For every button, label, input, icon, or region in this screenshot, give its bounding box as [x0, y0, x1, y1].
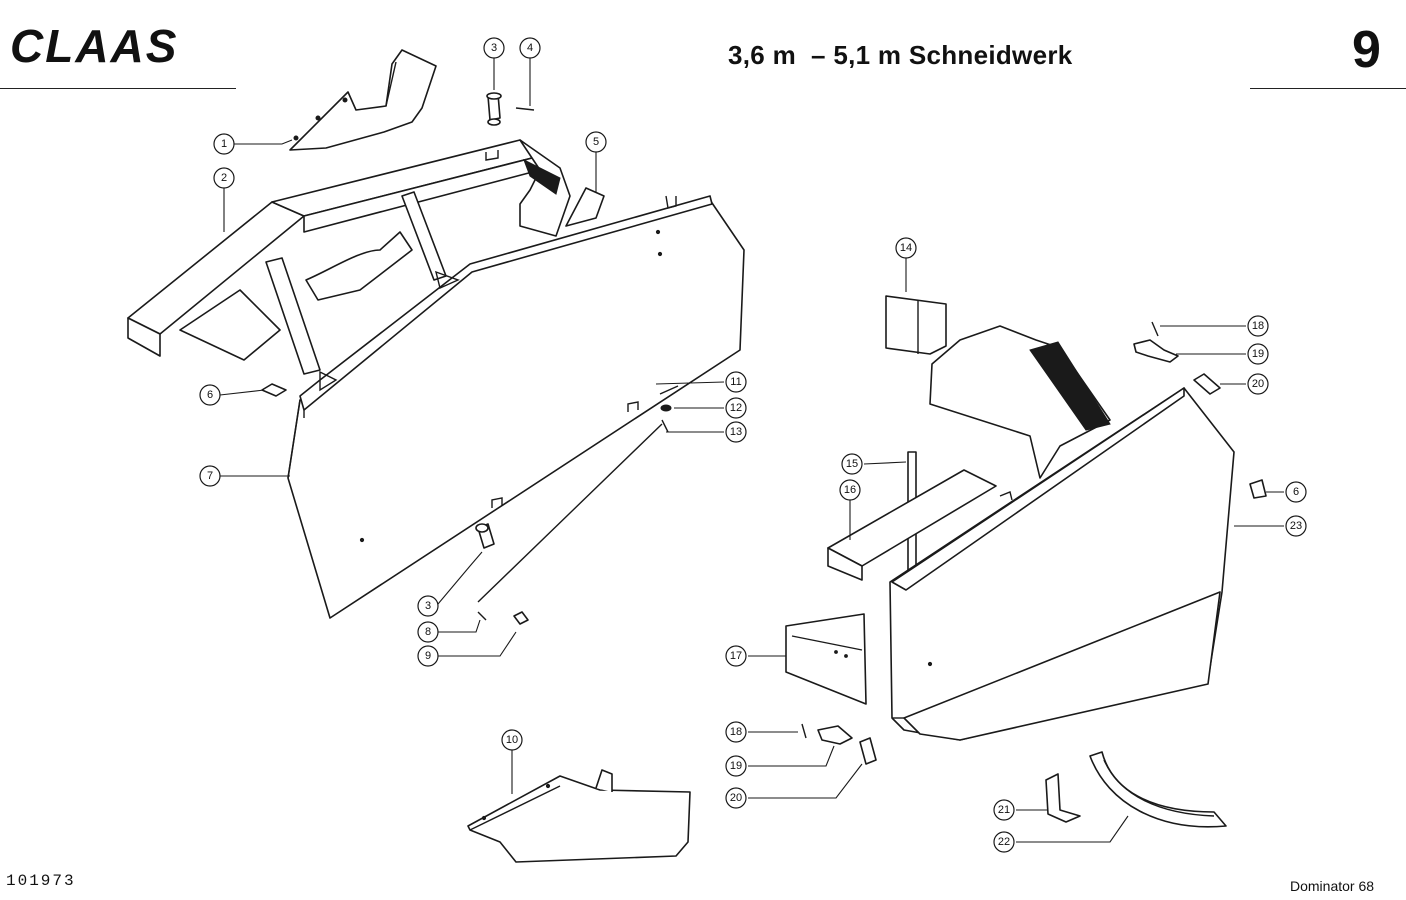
part-20-clip-right-lower — [859, 737, 877, 765]
callout-10: 10 — [501, 729, 523, 751]
leader-lines — [219, 58, 1284, 843]
part-3-bolt-lower — [475, 523, 495, 549]
part-14-bracket — [885, 295, 947, 355]
svg-text:14: 14 — [900, 242, 912, 254]
svg-text:9: 9 — [425, 650, 431, 662]
svg-text:13: 13 — [730, 426, 742, 438]
svg-text:23: 23 — [1290, 520, 1302, 532]
svg-text:8: 8 — [425, 626, 431, 638]
callout-21: 21 — [993, 799, 1015, 821]
callout-15: 15 — [841, 453, 863, 475]
callout-20: 20 — [725, 787, 747, 809]
callout-12: 12 — [725, 397, 747, 419]
part-9-nut — [513, 611, 529, 625]
callout-19: 19 — [725, 755, 747, 777]
part-2-frame — [127, 139, 571, 375]
callout-8: 8 — [417, 621, 439, 643]
part-6-clip-left — [261, 383, 287, 397]
header-rule-right — [1250, 88, 1406, 89]
part-22-skid — [1089, 751, 1227, 828]
model-name: Dominator 68 — [1290, 878, 1375, 894]
callout-17: 17 — [725, 645, 747, 667]
svg-text:12: 12 — [730, 402, 742, 414]
svg-text:16: 16 — [844, 484, 856, 496]
callout-5: 5 — [585, 131, 607, 153]
part-7-side-panel — [287, 195, 745, 619]
svg-text:6: 6 — [1293, 486, 1299, 498]
svg-text:17: 17 — [730, 650, 742, 662]
callout-1: 1 — [213, 133, 235, 155]
part-19-latch-right-upper — [1133, 339, 1179, 363]
svg-text:18: 18 — [1252, 320, 1264, 332]
part-23-side-panel — [889, 387, 1235, 741]
callout-18: 18 — [725, 721, 747, 743]
part-18-pin-right-upper — [1151, 321, 1159, 337]
part-17-plate — [785, 613, 867, 705]
svg-text:18: 18 — [730, 726, 742, 738]
header-rule-left — [0, 88, 236, 89]
callout-4: 4 — [519, 37, 541, 59]
callout-2: 2 — [213, 167, 235, 189]
svg-text:2: 2 — [221, 172, 227, 184]
svg-text:22: 22 — [998, 836, 1010, 848]
part-10-shield — [467, 769, 691, 863]
callout-23: 23 — [1285, 515, 1307, 537]
callout-16: 16 — [839, 479, 861, 501]
part-1-bracket — [289, 49, 437, 151]
svg-text:5: 5 — [593, 136, 599, 148]
page-title: 3,6 m – 5,1 m Schneidwerk — [728, 40, 1073, 70]
svg-text:19: 19 — [730, 760, 742, 772]
callout-7: 7 — [199, 465, 221, 487]
part-16-channel — [827, 469, 997, 581]
svg-text:1: 1 — [221, 138, 227, 150]
callout-9: 9 — [417, 645, 439, 667]
callout-6-right: 6 — [1285, 481, 1307, 503]
svg-text:21: 21 — [998, 804, 1010, 816]
svg-text:3: 3 — [425, 600, 431, 612]
callout-13: 13 — [725, 421, 747, 443]
document-code: 101973 — [6, 872, 76, 890]
part-20-clip-right-upper — [1193, 373, 1221, 395]
svg-text:3: 3 — [491, 42, 497, 54]
part-3-bolt-top — [486, 92, 502, 126]
part-18-pin-right-lower — [801, 723, 807, 739]
svg-text:6: 6 — [207, 389, 213, 401]
part-8-pin — [477, 611, 487, 621]
callout-3-lower: 3 — [417, 595, 439, 617]
callout-20-right: 20 — [1247, 373, 1269, 395]
callout-18-right: 18 — [1247, 315, 1269, 337]
part-11-pin — [659, 385, 679, 395]
part-5-plate — [565, 187, 605, 227]
page-number: 9 — [1352, 21, 1381, 79]
svg-text:15: 15 — [846, 458, 858, 470]
part-4-pin — [515, 107, 535, 111]
callout-19-right: 19 — [1247, 343, 1269, 365]
svg-text:11: 11 — [730, 376, 741, 388]
svg-text:20: 20 — [1252, 378, 1264, 390]
part-13-rod — [477, 419, 669, 603]
callout-3: 3 — [483, 37, 505, 59]
svg-text:19: 19 — [1252, 348, 1264, 360]
part-19-latch-right-lower — [817, 725, 853, 745]
svg-text:10: 10 — [506, 734, 518, 746]
claas-logo: CLAAS — [10, 22, 178, 70]
svg-text:20: 20 — [730, 792, 742, 804]
callout-22: 22 — [993, 831, 1015, 853]
callout-14: 14 — [895, 237, 917, 259]
callout-11: 11 — [725, 371, 747, 393]
part-6-clip-right — [1249, 479, 1267, 499]
brand-wordmark: CLAAS — [10, 22, 178, 70]
svg-text:7: 7 — [207, 470, 213, 482]
svg-text:4: 4 — [527, 42, 533, 54]
callout-6: 6 — [199, 384, 221, 406]
part-21-bracket — [1045, 773, 1081, 823]
part-12-washer — [660, 404, 672, 412]
